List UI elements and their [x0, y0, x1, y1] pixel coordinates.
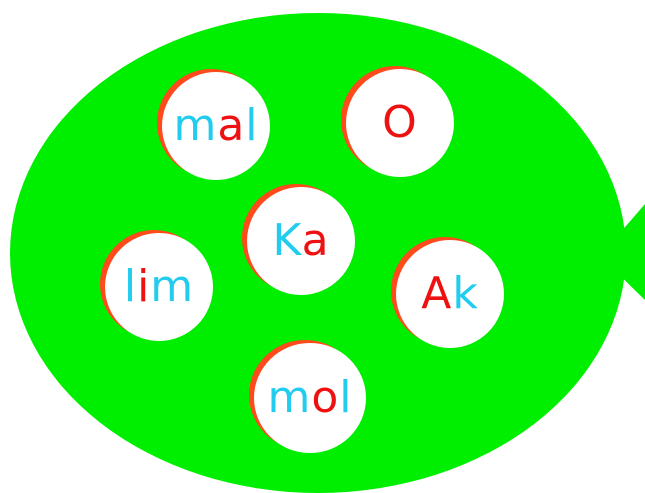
letter-o-0: O [382, 97, 418, 148]
letter-mol-2: l [339, 372, 353, 423]
syllable-ak: Ak [421, 272, 479, 316]
letter-mal-2: l [245, 100, 259, 151]
syllable-bubble-ka[interactable]: Ka [247, 187, 355, 295]
letter-lim-1: i [137, 261, 151, 312]
letter-mol-0: m [267, 372, 312, 423]
syllable-bubble-ak[interactable]: Ak [396, 240, 504, 348]
syllable-lim: lim [124, 265, 194, 309]
letter-mol-1: o [311, 372, 340, 423]
syllable-bubble-mal[interactable]: mal [162, 72, 270, 180]
letter-ka-1: a [301, 215, 330, 266]
syllable-mal: mal [173, 104, 258, 148]
syllable-bubble-lim[interactable]: lim [105, 233, 213, 341]
fish-tail [600, 204, 645, 300]
letter-ak-0: A [421, 268, 453, 319]
letter-lim-0: l [123, 261, 138, 312]
letter-lim-2: m [150, 261, 195, 312]
syllable-mol: mol [267, 376, 352, 420]
letter-mal-1: a [217, 100, 246, 151]
letter-ka-0: K [272, 215, 302, 266]
letter-ak-1: k [452, 268, 479, 319]
letter-mal-0: m [173, 100, 218, 151]
syllable-o: O [382, 101, 418, 145]
syllable-bubble-mol[interactable]: mol [254, 343, 366, 453]
syllable-ka: Ka [272, 219, 329, 263]
syllable-bubble-o[interactable]: O [346, 69, 454, 177]
